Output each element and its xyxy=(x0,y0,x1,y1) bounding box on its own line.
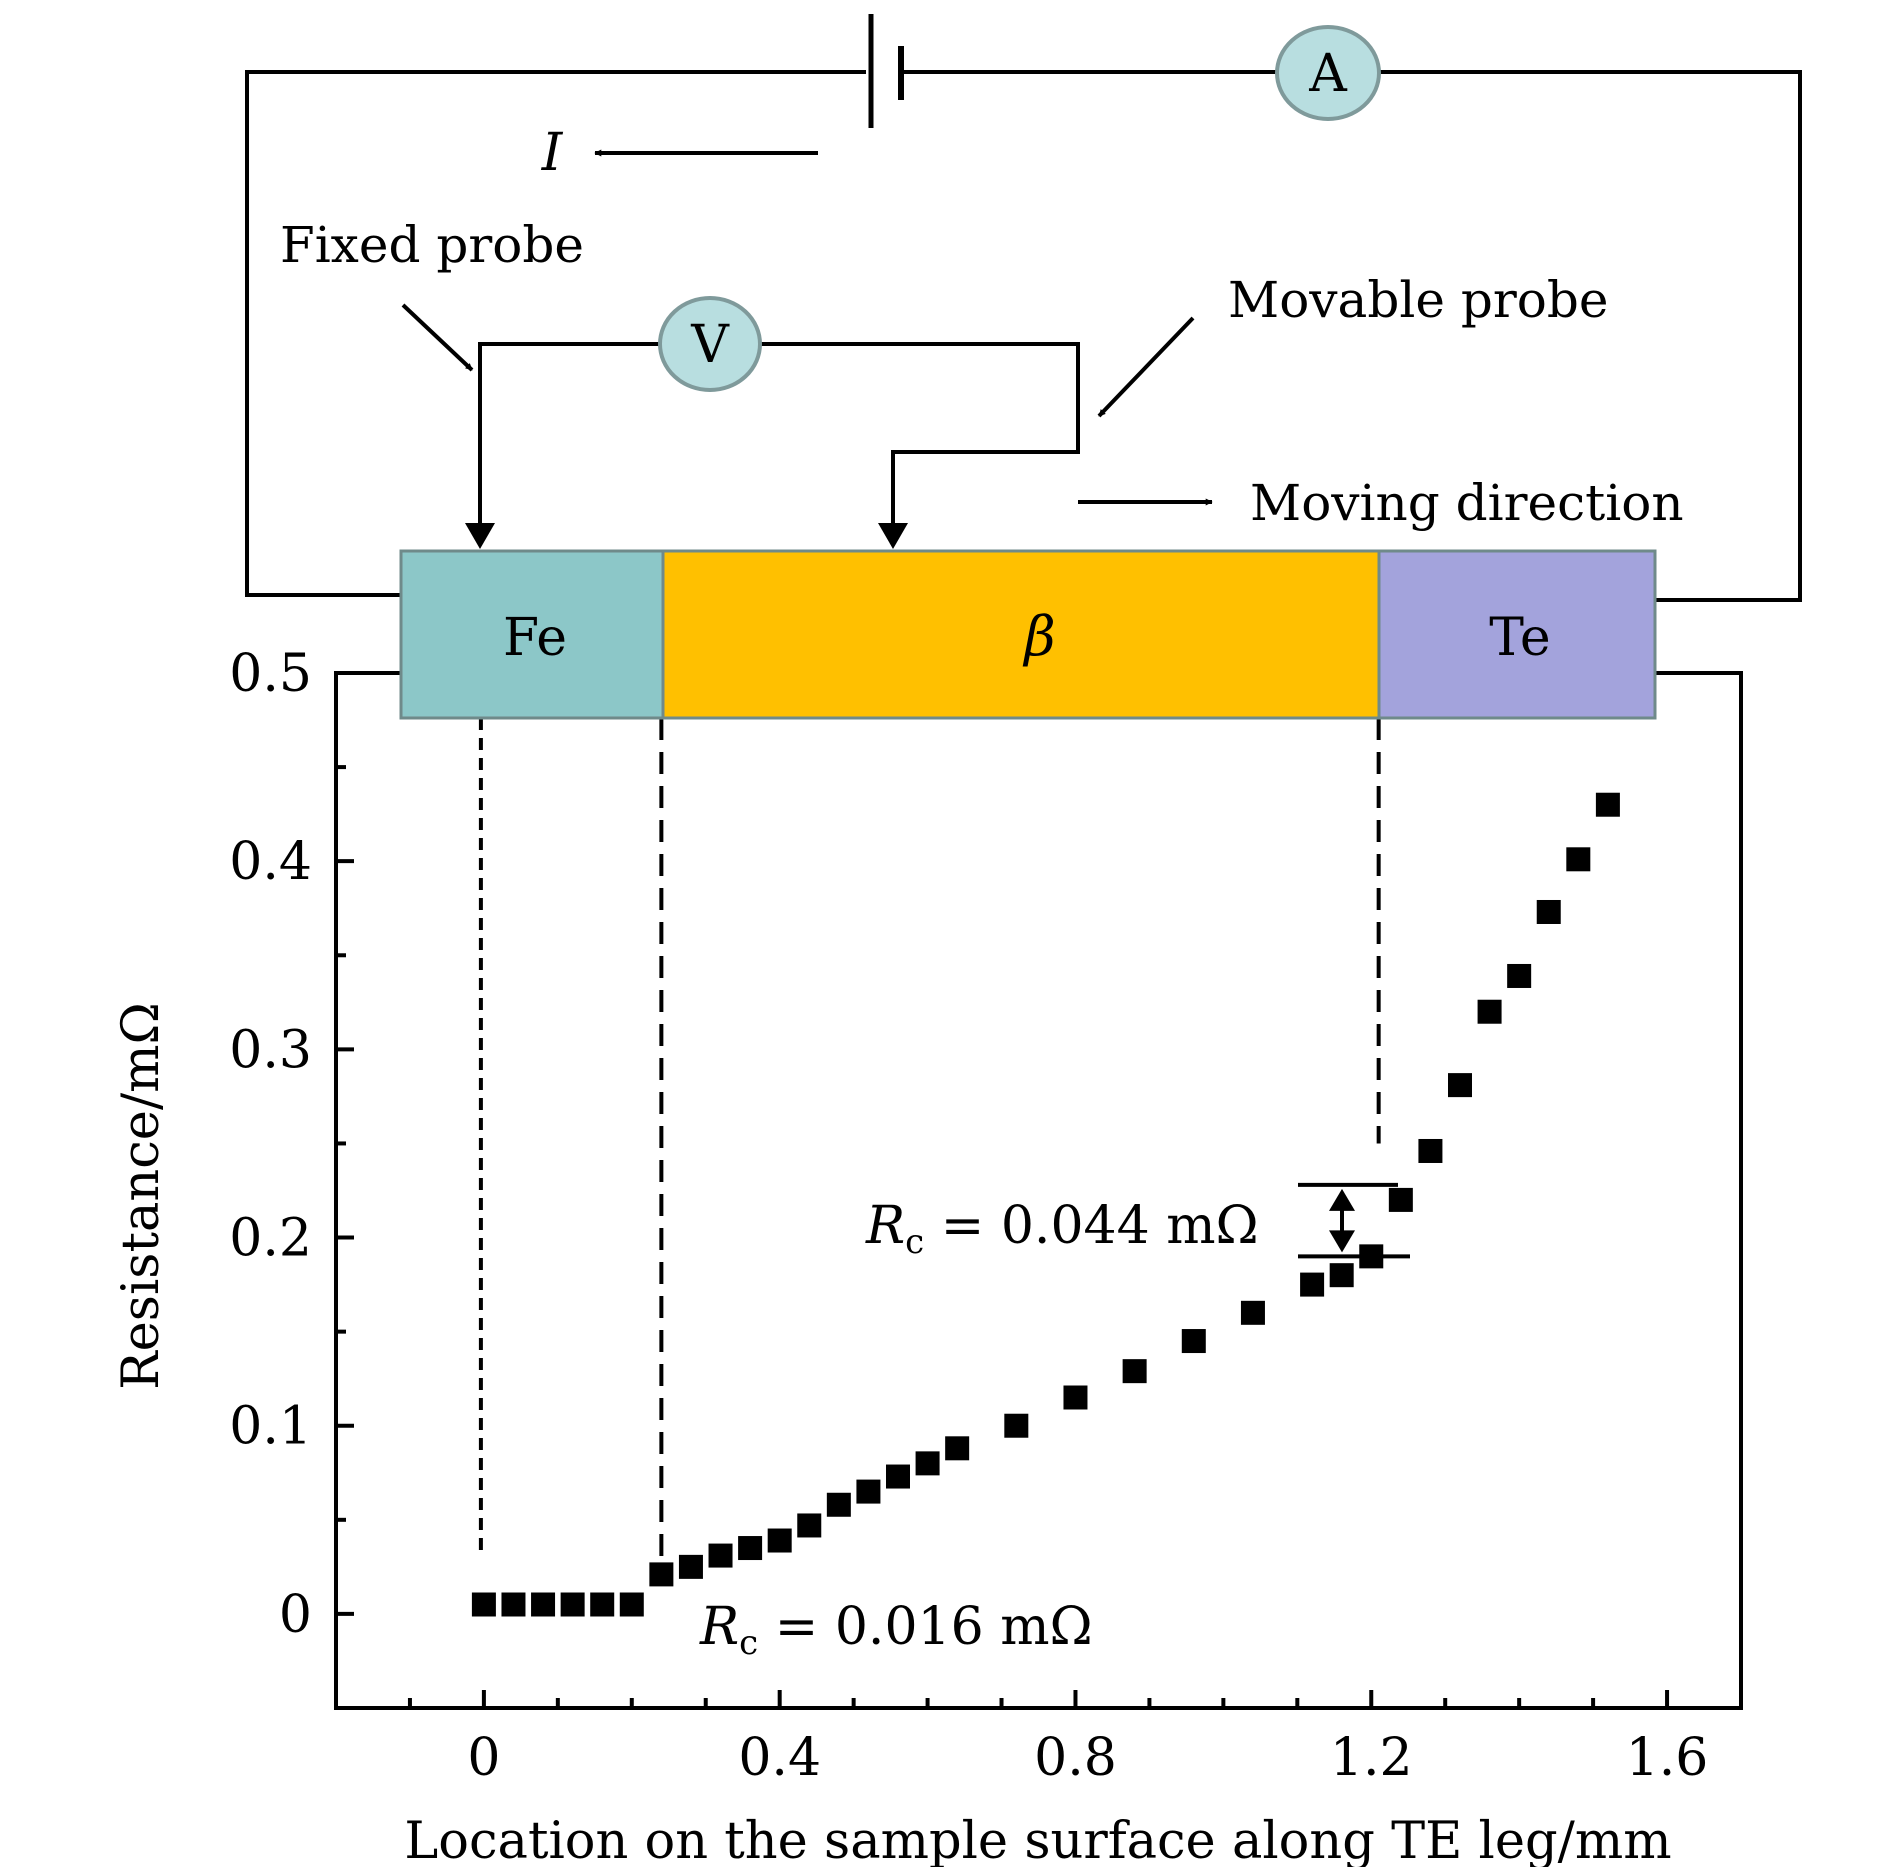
sample-segment-fe xyxy=(399,549,665,720)
rc-lower-subscript: c xyxy=(739,1623,758,1663)
data-point xyxy=(471,1592,496,1617)
sample-label-fe: Fe xyxy=(503,608,567,668)
data-series xyxy=(471,792,1620,1617)
y-tick-label: 0.2 xyxy=(229,1209,312,1269)
data-point xyxy=(1329,1263,1354,1288)
moving-direction-label: Moving direction xyxy=(1250,474,1684,532)
data-point xyxy=(1004,1413,1029,1438)
data-point xyxy=(501,1592,526,1617)
y-tick-label: 0.3 xyxy=(229,1020,312,1080)
data-point xyxy=(560,1592,585,1617)
data-point xyxy=(1448,1073,1472,1098)
data-point xyxy=(1122,1359,1147,1384)
data-point xyxy=(649,1562,674,1587)
data-point xyxy=(1477,999,1502,1024)
sample-segment-te xyxy=(1377,549,1657,720)
axis-ticks xyxy=(336,765,1670,1708)
rc-upper-symbol: R xyxy=(865,1196,905,1256)
data-point xyxy=(1595,792,1620,817)
y-tick-label: 0.5 xyxy=(229,644,312,704)
ammeter-label: A xyxy=(1308,44,1348,104)
rc-upper-value: = 0.044 mΩ xyxy=(924,1196,1258,1256)
data-point xyxy=(1240,1300,1265,1325)
x-tick-label: 1.2 xyxy=(1330,1728,1413,1788)
rc-upper-subscript: c xyxy=(905,1222,924,1262)
sample-bar: Fe β Te xyxy=(399,549,1657,720)
ammeter-circle xyxy=(1275,25,1381,121)
rc-lower-annotation: Rc = 0.016 mΩ xyxy=(699,1597,1093,1663)
data-point xyxy=(531,1592,556,1617)
fixed-probe-tip xyxy=(465,523,495,549)
data-point xyxy=(678,1554,703,1579)
data-point xyxy=(1536,899,1561,924)
fixed-probe-label: Fixed probe xyxy=(280,216,584,274)
data-point xyxy=(1388,1187,1413,1212)
data-point xyxy=(1566,847,1591,872)
data-point xyxy=(590,1592,615,1617)
current-label: I xyxy=(541,123,564,183)
data-point xyxy=(1300,1272,1325,1297)
movable-probe-arrow xyxy=(1097,316,1195,418)
outer-wire-right xyxy=(1379,70,1802,602)
sample-segment-beta xyxy=(661,549,1381,720)
data-point xyxy=(915,1451,940,1476)
y-tick-labels: 0 0.1 0.2 0.3 0.4 0.5 xyxy=(229,644,312,1645)
x-tick-label: 0.8 xyxy=(1034,1728,1117,1788)
outer-wire-left xyxy=(245,70,866,597)
x-tick-label: 1.6 xyxy=(1626,1728,1709,1788)
data-point xyxy=(886,1464,910,1489)
rc-step-marker xyxy=(1298,1182,1410,1259)
voltmeter: V xyxy=(658,296,762,392)
data-point xyxy=(1181,1329,1206,1354)
y-tick-label: 0.1 xyxy=(229,1397,312,1457)
data-point xyxy=(767,1528,792,1553)
data-point xyxy=(1063,1385,1088,1410)
ammeter: A xyxy=(1275,25,1381,121)
movable-probe-label: Movable probe xyxy=(1228,271,1608,329)
voltmeter-wire-left xyxy=(478,342,660,535)
rc-lower-value: = 0.016 mΩ xyxy=(758,1597,1092,1657)
plot-frame xyxy=(334,671,1743,1710)
data-point xyxy=(708,1543,733,1568)
x-tick-label: 0 xyxy=(467,1728,500,1788)
data-point xyxy=(1507,963,1532,988)
voltmeter-label: V xyxy=(690,315,730,375)
data-point xyxy=(826,1492,851,1517)
data-point xyxy=(1418,1138,1443,1163)
rc-step-arrow-up xyxy=(1329,1188,1355,1211)
y-tick-label: 0 xyxy=(279,1585,312,1645)
movable-probe-tip xyxy=(878,523,908,549)
data-point xyxy=(1359,1244,1384,1269)
data-point xyxy=(856,1479,881,1504)
circuit-diagram xyxy=(245,14,1802,602)
data-point xyxy=(945,1436,970,1461)
data-point xyxy=(619,1592,644,1617)
rc-step-arrow-down xyxy=(1329,1230,1355,1253)
x-tick-label: 0.4 xyxy=(738,1728,821,1788)
rc-upper-annotation: Rc = 0.044 mΩ xyxy=(865,1196,1259,1262)
x-axis-label: Location on the sample surface along TE … xyxy=(404,1812,1671,1867)
sample-label-beta: β xyxy=(1022,605,1055,668)
y-axis-label: Resistance/mΩ xyxy=(112,1002,171,1390)
interface-lines xyxy=(478,718,1381,1567)
y-tick-label: 0.4 xyxy=(229,832,312,892)
fixed-probe-arrow xyxy=(401,303,474,372)
data-point xyxy=(738,1536,763,1561)
sample-label-te: Te xyxy=(1489,608,1550,668)
voltmeter-wire-right xyxy=(760,342,1080,535)
x-tick-labels: 0 0.4 0.8 1.2 1.6 xyxy=(467,1728,1708,1788)
rc-lower-symbol: R xyxy=(699,1597,739,1657)
data-point xyxy=(797,1513,822,1538)
voltmeter-circle xyxy=(658,296,762,392)
